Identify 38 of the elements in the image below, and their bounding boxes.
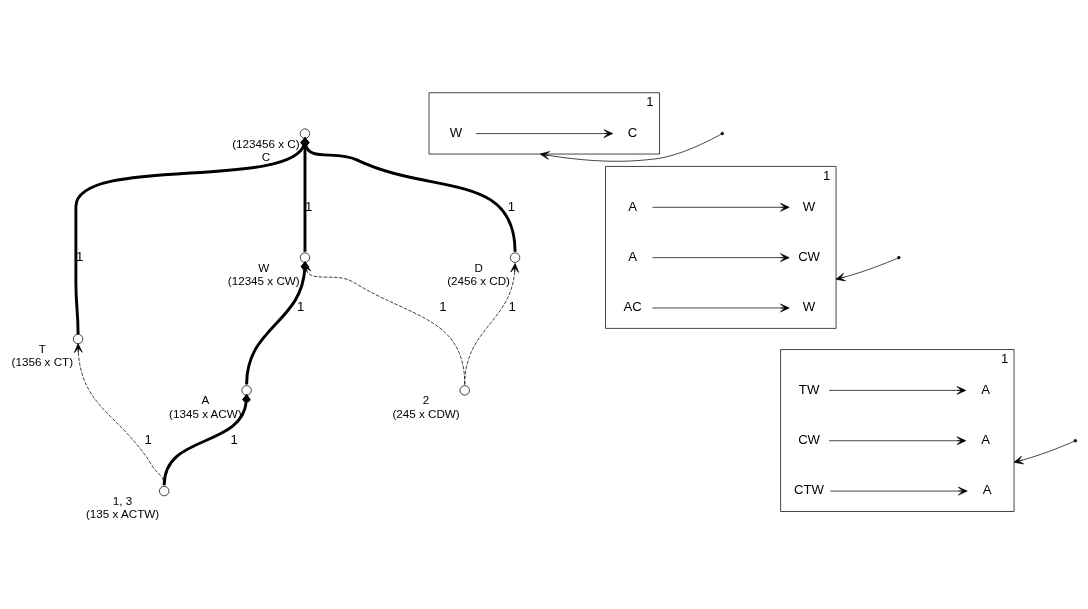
node-text: W	[802, 299, 816, 315]
node-label: 1, 3	[112, 494, 133, 508]
node-text: CW	[798, 431, 821, 447]
edge-label: 1	[507, 198, 516, 214]
node-text: A	[982, 482, 992, 498]
node-text: AC	[623, 299, 642, 315]
node-text: A	[981, 381, 990, 397]
edge-label: 1	[508, 299, 516, 315]
node-label: W	[258, 260, 270, 274]
node-label: D	[474, 260, 483, 274]
node-label: (123456 x C)	[232, 136, 300, 150]
node-text: A	[628, 248, 637, 264]
node-label: (1356 x CT)	[11, 355, 74, 369]
node-label: 1	[646, 94, 654, 110]
node-text: A	[628, 198, 637, 214]
node-label: 1	[1000, 350, 1009, 366]
node-label: A	[201, 393, 210, 407]
edge-label: 1	[304, 198, 313, 214]
node-label: 1	[822, 167, 831, 183]
node-label: (2456 x CD)	[447, 273, 511, 287]
edge-label: 1	[439, 299, 447, 315]
node-text: C	[627, 124, 638, 140]
edge-label: 1	[230, 431, 238, 447]
edge-label: 1	[75, 248, 84, 264]
node-text: CW	[798, 248, 821, 264]
node-label: T	[38, 342, 46, 356]
node-label: 2	[422, 393, 430, 407]
node-text: A	[981, 431, 990, 447]
node-label: C	[261, 149, 271, 163]
edge-label: 1	[296, 299, 305, 315]
node-text: W	[802, 198, 816, 214]
node-label: (245 x CDW)	[392, 406, 460, 420]
node-text: TW	[798, 381, 820, 397]
node-label: (135 x ACTW)	[85, 507, 160, 521]
node-text: W	[449, 124, 463, 140]
node-text: CTW	[794, 482, 825, 498]
edge-label: 1	[144, 431, 152, 447]
node-label: (12345 x CW)	[227, 273, 300, 287]
